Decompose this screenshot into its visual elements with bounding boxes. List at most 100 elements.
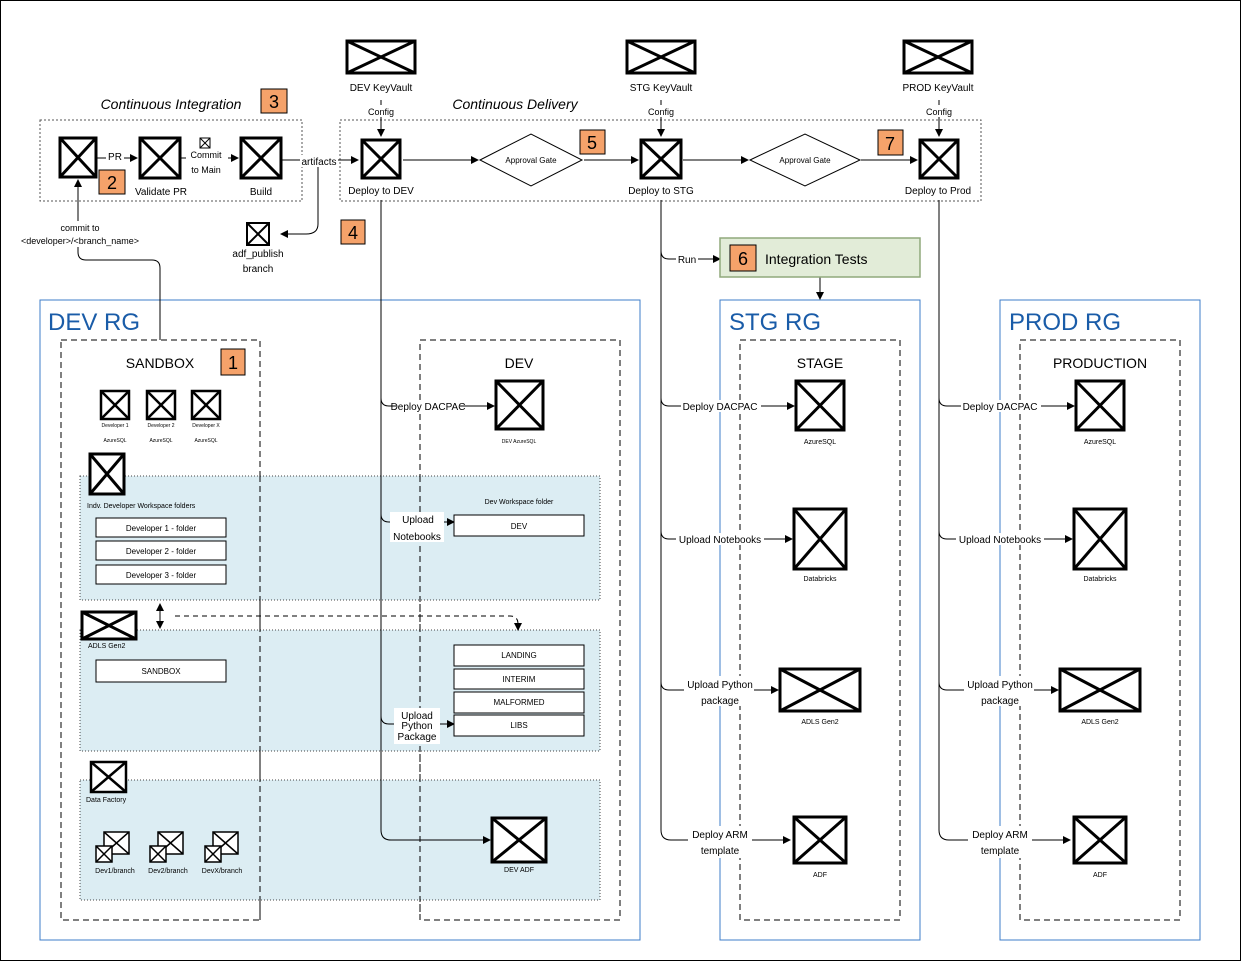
stg-azuresql-icon [794,379,846,432]
interim-container [453,668,585,690]
stg-python-arrow [660,681,779,694]
malformed-label: MALFORMED [493,698,544,707]
step-3-label: 3 [269,92,279,112]
stg-keyvault-icon [625,39,697,75]
prod-python-label-1: Upload Python [967,680,1033,691]
dev1-branch-label: Dev1/branch [95,868,135,875]
step-6-badge [729,244,757,272]
approval-gate-1-label: Approval Gate [505,156,557,165]
prod-databricks-icon [1072,507,1128,571]
dev-rg-title: DEV RG [48,309,140,336]
developer-2-folder-label: Developer 2 - folder [126,547,197,556]
landing-label: LANDING [501,651,537,660]
dev-notebooks-label-1: Upload [402,515,434,526]
dev-dacpac-bg [396,400,460,412]
devx-label: Developer X [192,423,220,429]
dev-title: DEV [505,355,534,371]
prod-keyvault-label: PROD KeyVault [903,83,974,94]
validate-pr-label: Validate PR [135,187,187,198]
run-label: Run [678,255,696,266]
stg-dacpac-bg [681,400,761,412]
dev-dacpac-label: Deploy DACPAC [391,402,466,413]
prod-trunk [938,200,1071,844]
prod-config-label: Config [926,107,952,117]
commit-branch-label-2: <developer>/<branch_name> [21,236,139,246]
developer-1-folder-label: Developer 1 - folder [126,524,197,533]
stg-arm-label-1: Deploy ARM [692,830,748,841]
deploy-dev-label: Deploy to DEV [348,186,414,197]
dev1-label: Developer 1 [102,423,129,429]
pr-label-bg [106,150,124,162]
dev-azuresql-icon [494,379,545,431]
stg-rg-title: STG RG [729,309,821,336]
adf-publish-icon [246,222,270,246]
stage-title: STAGE [797,355,843,371]
prod-rg-box [999,299,1201,941]
devx-branch-icon [204,831,239,863]
production-env-box [1019,339,1181,921]
stg-rg-box [719,299,921,941]
build-icon [239,136,283,180]
prod-adf-icon [1072,815,1128,865]
malformed-container [453,691,585,714]
prod-azuresql-label: AzureSQL [1084,439,1116,446]
run-tests-arrow [660,250,721,263]
stg-trunk [660,200,791,844]
data-factory-icon [89,760,128,794]
prod-notebooks-bg [956,533,1044,545]
approval-gate-1 [478,133,584,187]
ci-pipeline-box [39,119,303,202]
adf-publish-label-2: branch [243,264,274,275]
stg-python-bg [684,676,754,706]
prod-adls-icon [1058,667,1142,713]
dev1-azuresql-icon [99,389,131,421]
prod-python-bg [964,676,1034,706]
devx-azuresql-icon [190,389,222,421]
approval-gate-2 [748,133,862,187]
dev-python-arrow [380,715,455,728]
commit-branch-label-1: commit to [60,223,99,233]
step-2-badge [98,169,126,195]
run-label-bg [676,253,698,265]
dev-python-bg [394,708,440,744]
stg-python-label-2: package [701,696,739,707]
sync-dashed-arrow [175,615,522,631]
stg-adf-icon [792,815,848,865]
developer-1-folder [95,517,227,538]
prod-arm-label-2: template [981,846,1020,857]
developer-3-folder [95,564,227,585]
ci-title: Continuous Integration [101,96,242,112]
integration-tests-label: Integration Tests [765,251,867,267]
interim-label: INTERIM [503,675,536,684]
prod-python-arrow [938,681,1059,694]
prod-adls-label: ADLS Gen2 [1081,719,1118,726]
step-5-label: 5 [587,133,597,153]
commit-icon [199,137,211,149]
stg-python-label-1: Upload Python [687,680,753,691]
sandbox-container-label: SANDBOX [141,667,181,676]
dev-notebooks-arrow [380,513,455,526]
stg-dacpac-label: Deploy DACPAC [683,402,758,413]
prod-arm-bg [968,826,1032,858]
step-4-badge [340,219,366,245]
commit-label-1: Commit [191,150,222,160]
prod-arm-label-1: Deploy ARM [972,830,1028,841]
step-6-label: 6 [738,249,748,269]
stg-dacpac-arrow [660,397,795,410]
step-1-badge [220,348,246,376]
sandbox-adls-label: ADLS Gen2 [88,643,125,650]
dev-notebooks-label-2: Notebooks [393,532,441,543]
deploy-prod-icon [918,138,960,180]
sandbox-adls-icon [80,610,138,641]
dev-keyvault-label: DEV KeyVault [350,83,413,94]
prod-rg-title: PROD RG [1009,309,1121,336]
developer-2-folder [95,540,227,561]
step-3-badge [260,88,288,114]
commit-label-2: to Main [191,165,221,175]
stg-databricks-label: Databricks [803,576,837,583]
landing-container [453,644,585,667]
dev-keyvault-icon [345,39,417,75]
pr-source-icon [58,136,98,179]
stg-keyvault-label: STG KeyVault [630,83,693,94]
